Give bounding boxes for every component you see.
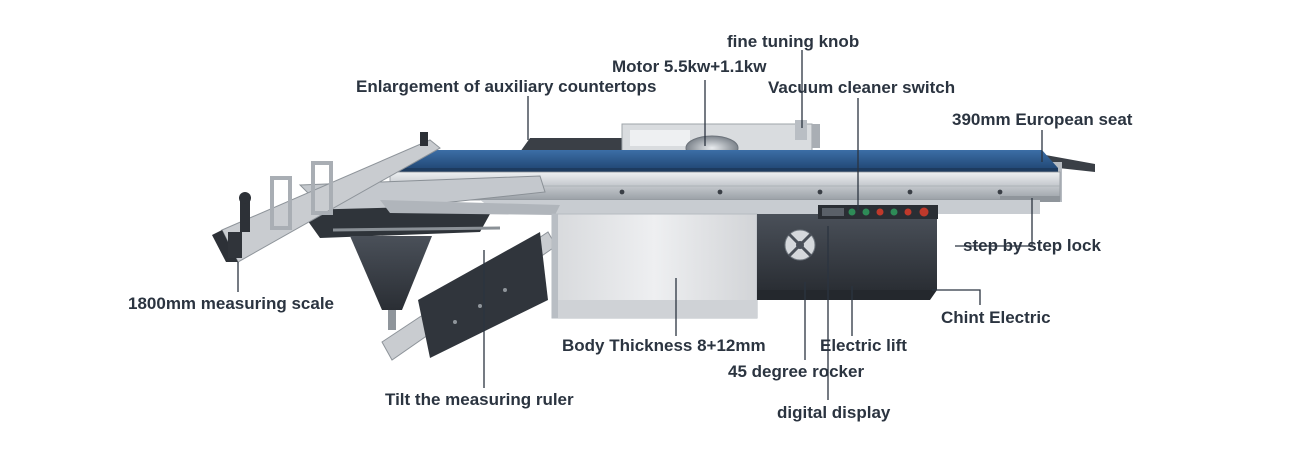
auxiliary-countertop [520,138,625,152]
crosscut-table [298,175,560,238]
label-chint-electric: Chint Electric [941,308,1051,327]
leader-lines [237,50,1043,400]
control-panel [818,205,938,219]
label-enlargement-countertops: Enlargement of auxiliary countertops [356,77,657,96]
label-step-lock: step by step lock [963,236,1101,255]
blade-guard [621,120,820,161]
label-body-thickness: Body Thickness 8+12mm [562,336,766,355]
label-european-seat: 390mm European seat [952,110,1133,129]
label-fine-tuning-knob: fine tuning knob [727,32,860,51]
label-tilt-ruler: Tilt the measuring ruler [385,390,574,409]
support-leg [350,236,432,330]
crosscut-fence [212,132,441,263]
label-rocker: 45 degree rocker [728,362,865,381]
label-electric-lift: Electric lift [820,336,907,355]
label-measuring-scale: 1800mm measuring scale [128,294,335,313]
control-cabinet [757,214,937,300]
sliding-table-top [395,150,1058,172]
label-motor: Motor 5.5kw+1.1kw [612,57,767,76]
carriage-strip [480,200,1040,214]
label-digital-display: digital display [777,403,891,422]
saw-body [551,213,758,319]
label-vacuum-switch: Vacuum cleaner switch [768,78,956,97]
